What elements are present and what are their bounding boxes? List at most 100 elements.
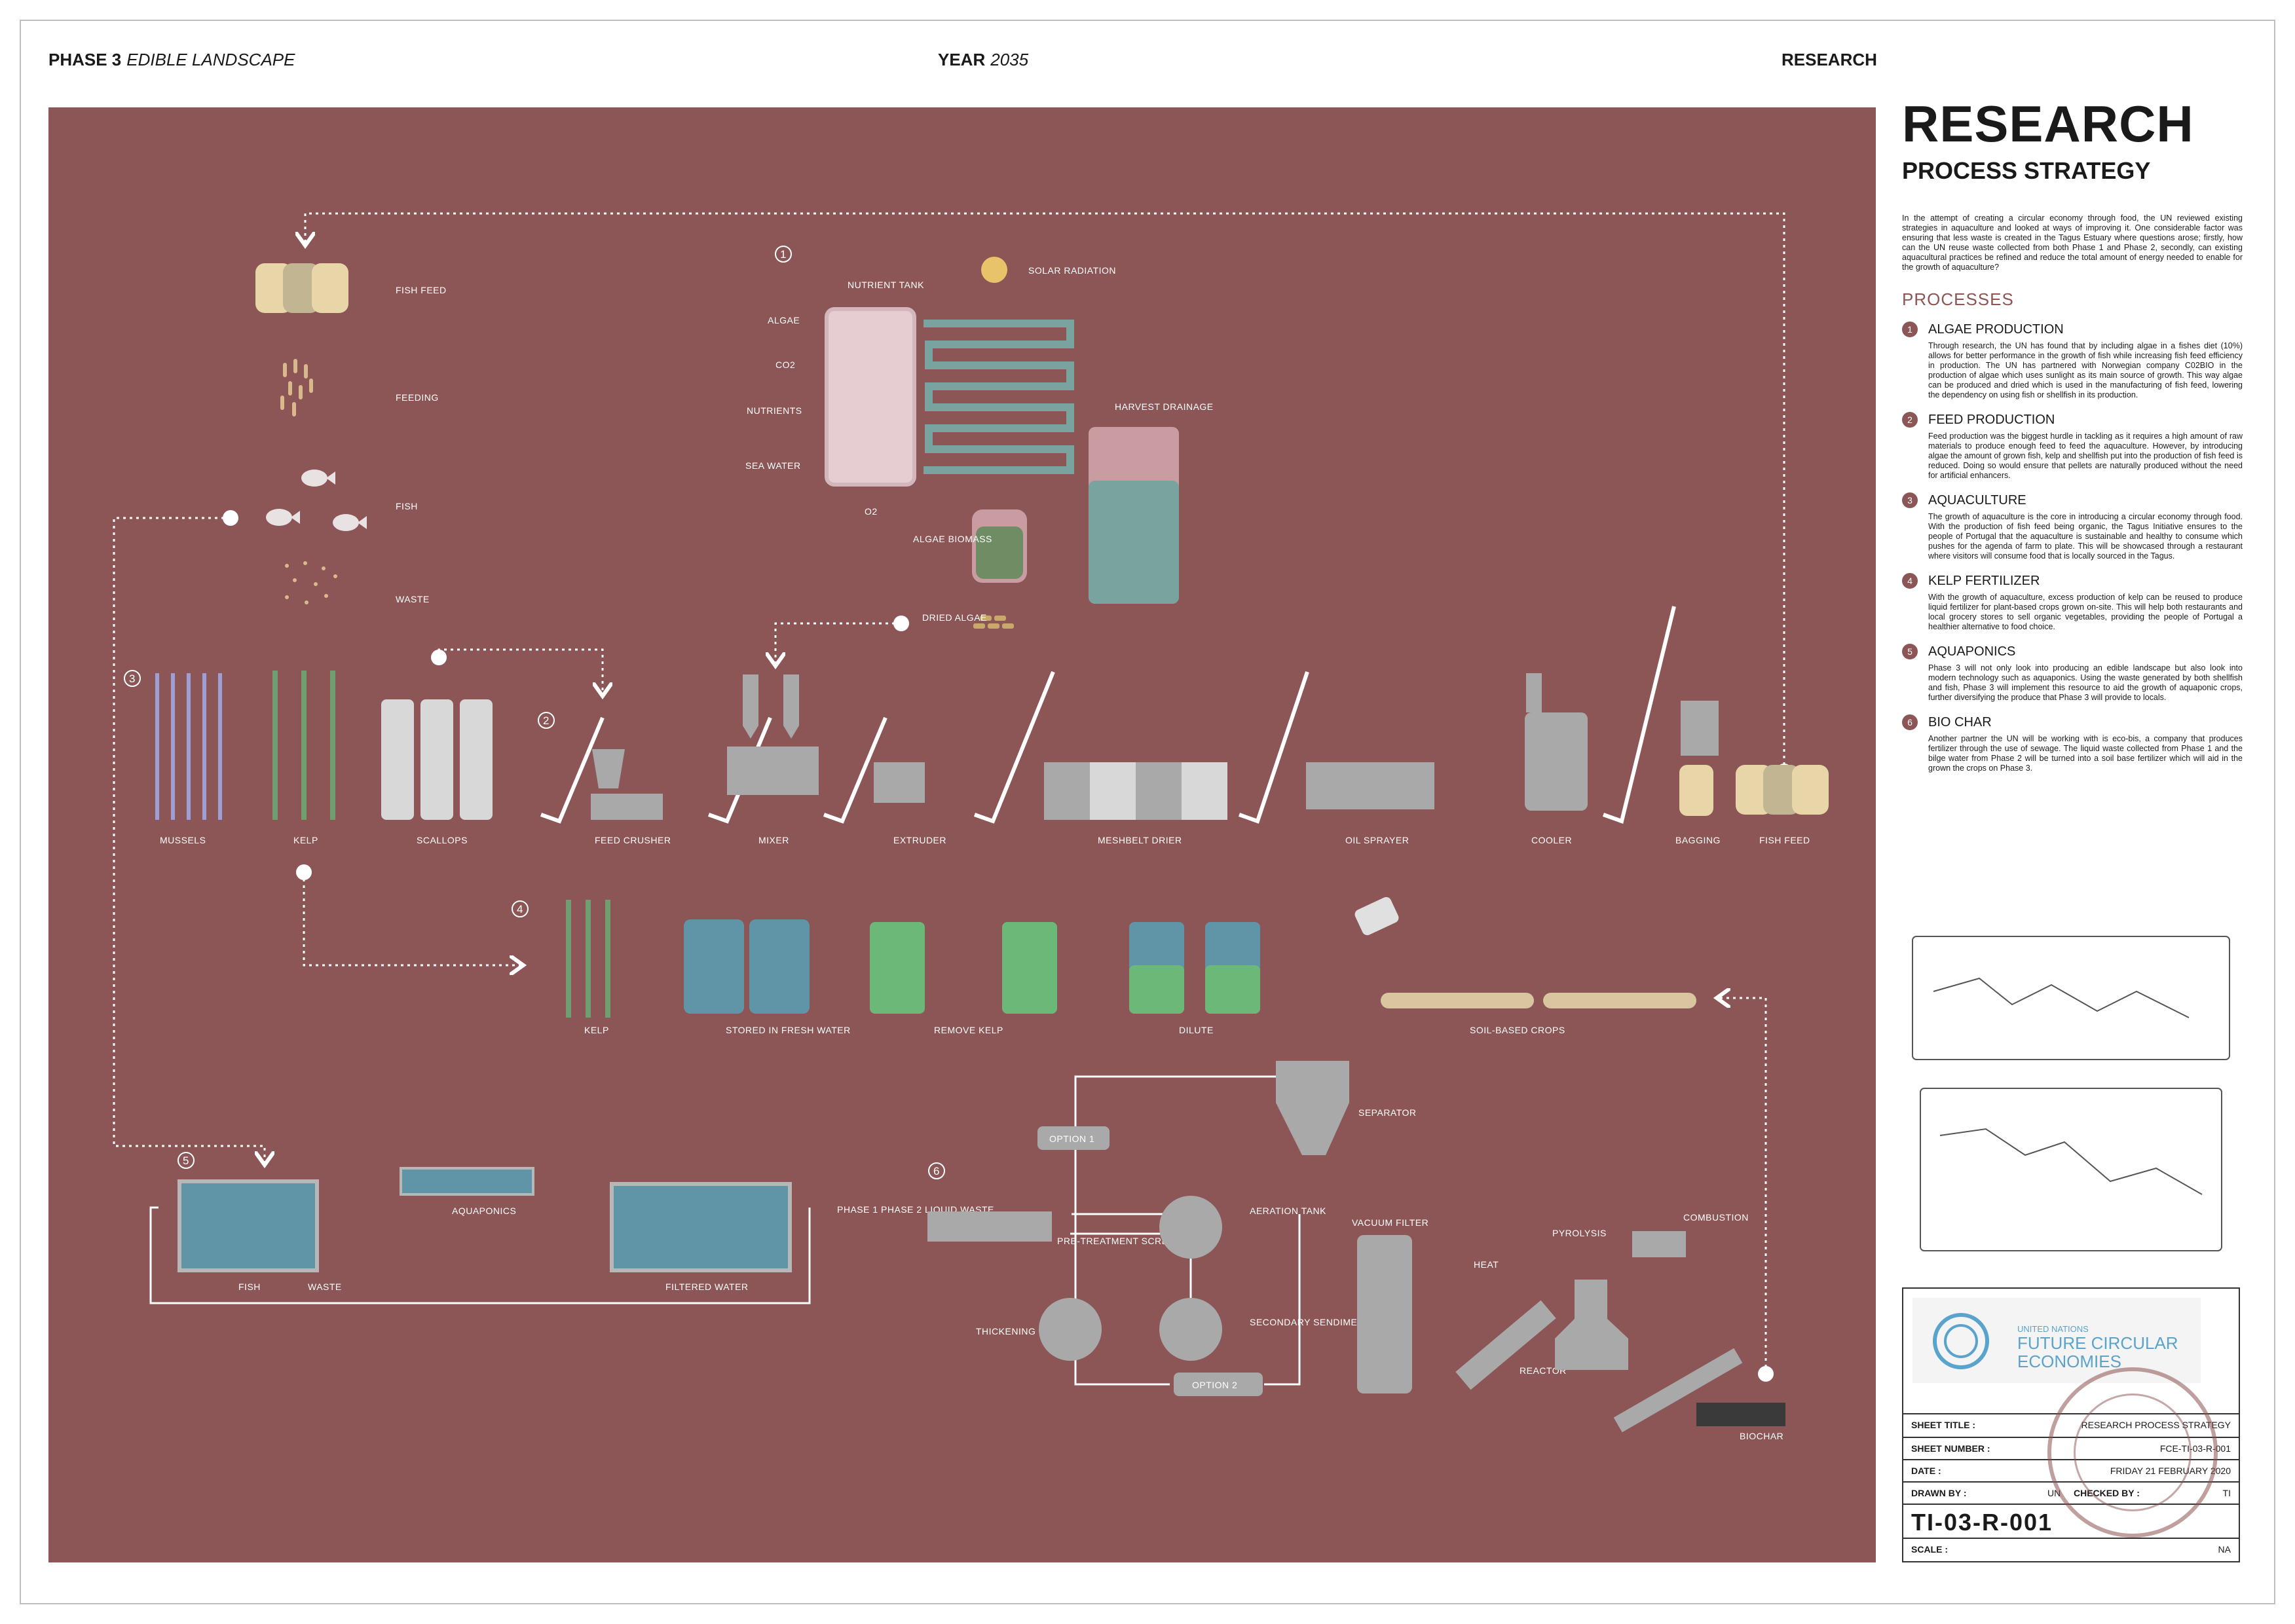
fish-tank [179,1181,317,1270]
un-emblem-icon [1922,1302,2000,1380]
processes-heading: PROCESSES [1902,289,2243,310]
process-number-badge: 3 [1902,492,1918,508]
label-soil-based-crops: SOIL-BASED CROPS [1470,1025,1565,1035]
diagram-svg: FISH FEED FEEDING FISH WASTE 1 NUTRIENT … [48,107,1876,1562]
process-title: BIO CHAR [1928,715,1992,730]
label-kelp: KELP [293,835,318,845]
step-1-number: 1 [780,248,786,261]
label-combustion: COMBUSTION [1683,1212,1749,1223]
label-filtered-water: FILTERED WATER [665,1282,749,1292]
label-dried-algae: DRIED ALGAE [922,612,987,623]
label-harvest-drainage: HARVEST DRAINAGE [1115,401,1214,412]
step-6-number: 6 [933,1165,939,1177]
sun-icon [981,257,1007,283]
reactor [1455,1301,1556,1390]
intro-text: In the attempt of creating a circular ec… [1902,213,2243,272]
label-sea-water: SEA WATER [745,460,801,471]
page-subtitle: PROCESS STRATEGY [1902,157,2243,185]
process-number-badge: 2 [1902,412,1918,428]
process-title: FEED PRODUCTION [1928,413,2055,428]
label-solar-radiation: SOLAR RADIATION [1028,265,1116,276]
header-section: RESEARCH [1782,50,1877,70]
process-description: Another partner the UN will be working w… [1928,734,2243,773]
fish-icons [266,470,367,531]
label-feeding: FEEDING [396,392,439,403]
process-item: 6 BIO CHAR Another partner the UN will be … [1902,714,2243,773]
process-item: 3 AQUACULTURE The growth of aquaculture is… [1902,492,2243,561]
process-title: AQUACULTURE [1928,493,2026,508]
label-o2: O2 [865,506,878,517]
mixer [727,674,819,795]
process-number-badge: 1 [1902,322,1918,337]
label-option1: OPTION 1 [1049,1134,1094,1144]
photobioreactor-pipes [924,323,1070,470]
pyrolysis-unit [1555,1280,1628,1370]
oil-sprayer [1306,762,1434,809]
process-number-badge: 6 [1902,714,1918,730]
title-block: UNITED NATIONS FUTURE CIRCULAR ECONOMIES… [1902,1287,2240,1562]
process-description: Feed production was the biggest hurdle i… [1928,432,2243,481]
label-separator: SEPARATOR [1358,1107,1417,1118]
label-oil-sprayer: OIL SPRAYER [1345,835,1409,845]
stored-fresh-water-tanks [684,919,810,1014]
label-nutrients: NUTRIENTS [747,405,802,416]
sidebar: RESEARCH PROCESS STRATEGY In the attempt… [1902,98,2243,773]
label-aeration-tank: AERATION TANK [1250,1206,1326,1216]
biochar-pile [1696,1403,1785,1426]
soil-beds [1381,993,1696,1008]
label-pyrolysis: PYROLYSIS [1552,1228,1607,1238]
process-description: With the growth of aquaculture, excess p… [1928,593,2243,632]
process-number-badge: 5 [1902,644,1918,659]
treatment-tanks [1039,1196,1222,1361]
kelp-4-icon [569,900,608,1018]
label-option2: OPTION 2 [1192,1380,1237,1390]
label-meshbelt-drier: MESHBELT DRIER [1098,835,1182,845]
label-nutrient-tank: NUTRIENT TANK [848,280,924,290]
label-waste: WASTE [396,594,430,604]
label-fish-feed-end: FISH FEED [1759,835,1810,845]
process-title: ALGAE PRODUCTION [1928,322,2064,337]
label-feed-crusher: FEED CRUSHER [595,835,671,845]
process-item: 2 FEED PRODUCTION Feed production was the … [1902,412,2243,481]
label-waste-5: WASTE [308,1282,342,1292]
page-title: RESEARCH [1902,98,2243,149]
concept-sketch [1901,919,2241,1263]
label-fish-5: FISH [238,1282,261,1292]
label-secondary-sediment: SECONDARY SENDIMENT [1250,1317,1370,1327]
process-heading: 1 ALGAE PRODUCTION [1902,322,2243,337]
step-4-number: 4 [517,903,523,915]
scallop-cages [381,699,493,820]
watering-can-icon [1353,895,1400,936]
mussels-ropes [157,673,220,820]
fish-feed-bags-end [1736,765,1829,815]
process-description: Through research, the UN has found that … [1928,341,2243,400]
aquaponics-bed [401,1168,533,1194]
step-3-number: 3 [129,673,135,685]
process-description: The growth of aquaculture is the core in… [1928,512,2243,561]
label-biochar: BIOCHAR [1740,1431,1783,1441]
label-fish: FISH [396,501,418,511]
separator [1276,1061,1349,1155]
pre-treatment-screen [927,1211,1052,1242]
scale-row: SCALE :NA [1903,1538,2239,1539]
label-extruder: EXTRUDER [893,835,946,845]
org-name: UNITED NATIONS FUTURE CIRCULAR ECONOMIES [2017,1324,2178,1371]
feeding-pellets [280,359,313,416]
process-title: KELP FERTILIZER [1928,574,2040,589]
label-mussels: MUSSELS [160,835,206,845]
process-description: Phase 3 will not only look into producin… [1928,663,2243,703]
label-stored-fresh-water: STORED IN FRESH WATER [726,1025,851,1035]
process-heading: 2 FEED PRODUCTION [1902,412,2243,428]
label-cooler: COOLER [1531,835,1572,845]
label-heat: HEAT [1474,1259,1499,1270]
step-2-number: 2 [543,714,549,727]
cooler [1525,673,1588,811]
label-kelp-4: KELP [584,1025,609,1035]
label-dilute: DILUTE [1179,1025,1214,1035]
nutrient-tank [827,309,914,485]
kelp-ropes [275,671,333,820]
